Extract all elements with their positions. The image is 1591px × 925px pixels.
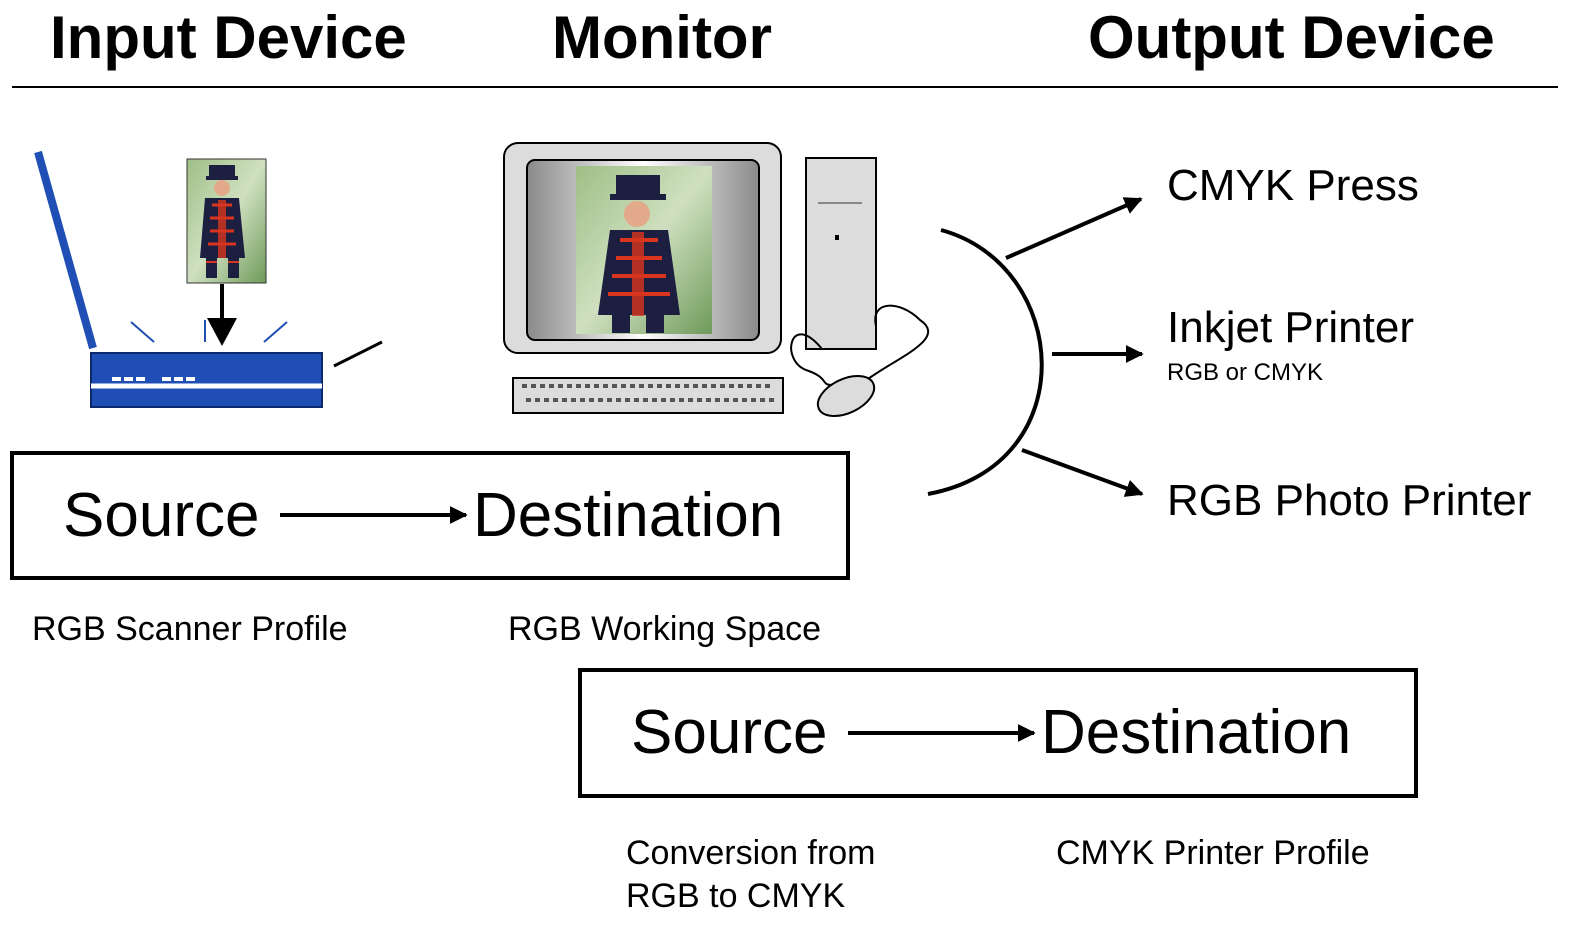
keyboard-key bbox=[733, 398, 738, 402]
keyboard-key bbox=[675, 384, 680, 388]
keyboard-key bbox=[657, 384, 662, 388]
header-input-device: Input Device bbox=[50, 4, 407, 71]
keyboard-key bbox=[531, 384, 536, 388]
keyboard-key bbox=[603, 384, 608, 388]
keyboard-key bbox=[549, 384, 554, 388]
output-inkjet-subtitle: RGB or CMYK bbox=[1167, 359, 1324, 386]
keyboard-key bbox=[576, 384, 581, 388]
box1-source-label: Source bbox=[63, 481, 260, 550]
keyboard-key bbox=[684, 384, 689, 388]
keyboard-key bbox=[756, 384, 761, 388]
computer-icon bbox=[503, 142, 930, 417]
keyboard-key bbox=[643, 398, 648, 402]
keyboard-key bbox=[522, 384, 527, 388]
box2-source-label: Source bbox=[631, 698, 828, 767]
keyboard-key bbox=[769, 398, 774, 402]
keyboard-key bbox=[661, 398, 666, 402]
keyboard-key bbox=[751, 398, 756, 402]
keyboard-key bbox=[634, 398, 639, 402]
keyboard-key bbox=[571, 398, 576, 402]
output-inkjet-printer: Inkjet Printer bbox=[1167, 303, 1414, 352]
keyboard-key bbox=[724, 398, 729, 402]
keyboard-key bbox=[720, 384, 725, 388]
box1-destination-label: Destination bbox=[473, 481, 784, 550]
keyboard-key bbox=[598, 398, 603, 402]
keyboard-key bbox=[639, 384, 644, 388]
keyboard-key bbox=[544, 398, 549, 402]
conversion-label-line2: RGB to CMYK bbox=[626, 877, 846, 915]
keyboard-key bbox=[562, 398, 567, 402]
output-rgb-photo-printer: RGB Photo Printer bbox=[1167, 476, 1532, 525]
conversion-label-line1: Conversion from bbox=[626, 834, 876, 872]
keyboard-key bbox=[652, 398, 657, 402]
scanner-icon bbox=[34, 150, 383, 408]
keyboard-key bbox=[670, 398, 675, 402]
keyboard-key bbox=[679, 398, 684, 402]
keyboard-key bbox=[688, 398, 693, 402]
keyboard-key bbox=[526, 398, 531, 402]
conversion-box-2 bbox=[578, 668, 1418, 798]
keyboard-key bbox=[666, 384, 671, 388]
output-fanout bbox=[927, 197, 1144, 497]
keyboard-key bbox=[702, 384, 707, 388]
keyboard-key bbox=[760, 398, 765, 402]
keyboard-key bbox=[693, 384, 698, 388]
keyboard-key bbox=[553, 398, 558, 402]
keyboard-key bbox=[729, 384, 734, 388]
header-output-device: Output Device bbox=[1088, 4, 1495, 71]
working-space-label: RGB Working Space bbox=[508, 610, 822, 648]
keyboard-key bbox=[540, 384, 545, 388]
keyboard-key bbox=[706, 398, 711, 402]
keyboard-key bbox=[589, 398, 594, 402]
header-divider bbox=[12, 86, 1558, 88]
photo-small-icon bbox=[186, 158, 267, 284]
keyboard-key bbox=[711, 384, 716, 388]
box2-destination-label: Destination bbox=[1041, 698, 1352, 767]
keyboard-key bbox=[558, 384, 563, 388]
keyboard-key bbox=[585, 384, 590, 388]
keyboard-key bbox=[765, 384, 770, 388]
keyboard-key bbox=[621, 384, 626, 388]
keyboard-key bbox=[612, 384, 617, 388]
keyboard-key bbox=[625, 398, 630, 402]
keyboard-key bbox=[594, 384, 599, 388]
keyboard-key bbox=[747, 384, 752, 388]
keyboard-key bbox=[567, 384, 572, 388]
header-monitor: Monitor bbox=[552, 4, 772, 71]
keyboard-key bbox=[580, 398, 585, 402]
keyboard-key bbox=[697, 398, 702, 402]
conversion-box-1 bbox=[10, 451, 850, 580]
output-cmyk-press: CMYK Press bbox=[1167, 161, 1419, 210]
keyboard-key bbox=[648, 384, 653, 388]
keyboard-key bbox=[715, 398, 720, 402]
keyboard-key bbox=[535, 398, 540, 402]
scanner-profile-label: RGB Scanner Profile bbox=[32, 610, 348, 648]
keyboard-key bbox=[607, 398, 612, 402]
keyboard-key bbox=[630, 384, 635, 388]
keyboard-key bbox=[616, 398, 621, 402]
keyboard-key bbox=[738, 384, 743, 388]
printer-profile-label: CMYK Printer Profile bbox=[1056, 834, 1370, 872]
keyboard-key bbox=[742, 398, 747, 402]
